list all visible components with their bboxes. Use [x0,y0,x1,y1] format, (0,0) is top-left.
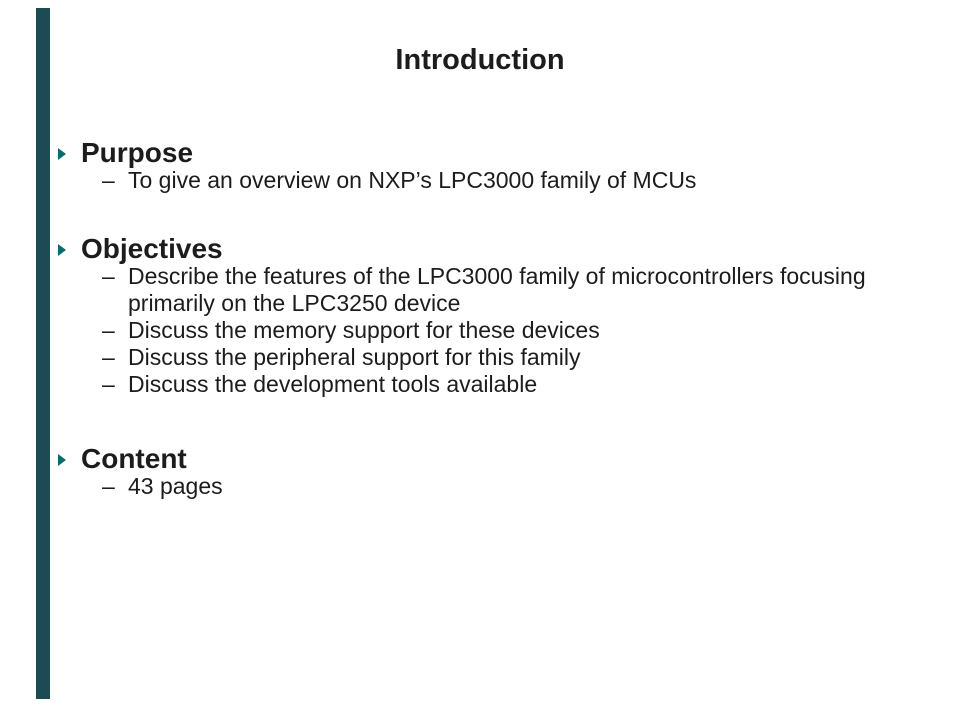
sub-bullet-text: Discuss the development tools available [128,371,538,397]
slide-title: Introduction [395,44,565,76]
section-heading-row: Objectives [58,235,920,263]
triangle-bullet-icon [58,244,66,256]
en-dash-bullet: – [102,263,115,289]
sub-bullet-line: – To give an overview on NXP’s LPC3000 f… [58,167,920,194]
section-heading: Objectives [81,233,223,264]
bullet-section: Content – 43 pages [58,445,920,500]
sub-bullet-line: – Discuss the development tools availabl… [58,371,920,398]
section-heading-row: Content [58,445,920,473]
sub-bullet-text: Describe the features of the LPC3000 fam… [128,263,866,289]
en-dash-bullet: – [102,344,115,370]
sub-bullet-text: 43 pages [128,473,223,499]
sub-bullet-line: – primarily on the LPC3250 device [58,290,920,317]
en-dash-bullet: – [102,167,115,193]
sub-bullet-text: To give an overview on NXP’s LPC3000 fam… [128,167,697,193]
triangle-bullet-icon [58,454,66,466]
sub-bullet-line: – Discuss the peripheral support for thi… [58,344,920,371]
en-dash-bullet: – [102,317,115,343]
sub-bullet-text: Discuss the memory support for these dev… [128,317,600,343]
sub-bullet-line: – 43 pages [58,473,920,500]
section-heading: Content [81,443,187,474]
en-dash-bullet: – [102,473,115,499]
triangle-bullet-icon [58,148,66,160]
sub-bullet-list: – 43 pages [58,473,920,500]
sub-bullet-list: – Describe the features of the LPC3000 f… [58,263,920,398]
bullet-section: Purpose – To give an overview on NXP’s L… [58,139,920,194]
sub-bullet-text: primarily on the LPC3250 device [128,290,461,316]
left-edge-accent-bar [36,8,50,699]
sub-bullet-line: – Describe the features of the LPC3000 f… [58,263,920,290]
sub-bullet-line: – Discuss the memory support for these d… [58,317,920,344]
en-dash-bullet: – [102,371,115,397]
bullet-section: Objectives – Describe the features of th… [58,235,920,398]
slide-body: Purpose – To give an overview on NXP’s L… [58,0,920,720]
sub-bullet-list: – To give an overview on NXP’s LPC3000 f… [58,167,920,194]
section-heading-row: Purpose [58,139,920,167]
sub-bullet-text: Discuss the peripheral support for this … [128,344,581,370]
section-heading: Purpose [81,137,194,168]
